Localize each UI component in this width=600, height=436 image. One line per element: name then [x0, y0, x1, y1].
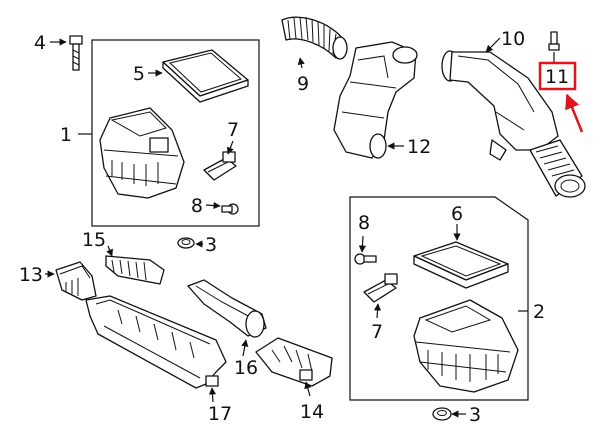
callout-13: 13 [19, 264, 43, 286]
grommet-part-3b [432, 407, 452, 421]
assembly-1-box [91, 39, 260, 227]
callout-8b: 8 [358, 212, 370, 234]
leader-lines [45, 37, 555, 418]
callout-9: 9 [297, 73, 309, 95]
callout-3b: 3 [469, 404, 481, 426]
callout-7a: 7 [227, 119, 239, 141]
inlet-tube-part-16 [187, 279, 267, 338]
highlight-arrow-11 [565, 93, 584, 133]
air-filter-part-5 [162, 49, 249, 103]
callout-15: 15 [82, 229, 106, 251]
maf-sensor-part-7a [203, 151, 237, 181]
bracket-part-14 [255, 337, 333, 387]
duct-hose-part-10b [529, 139, 586, 198]
callout-16: 16 [234, 357, 258, 379]
bolt-part-4 [69, 35, 83, 71]
inlet-part-13 [55, 261, 97, 301]
air-cleaner-housing-part-2 [413, 299, 519, 393]
highlight-box-11 [538, 61, 577, 91]
callout-17: 17 [208, 403, 232, 425]
callout-10: 10 [501, 28, 525, 50]
callout-1: 1 [60, 124, 72, 146]
callout-4: 4 [34, 32, 46, 54]
callout-6: 6 [451, 203, 463, 225]
assembly-2-box [349, 196, 529, 401]
callout-5: 5 [133, 63, 145, 85]
callout-14: 14 [300, 401, 324, 423]
long-duct-part-17 [85, 295, 227, 389]
air-filter-part-6 [413, 241, 509, 289]
resonator-part-12 [333, 41, 418, 159]
intake-duct-part-10 [441, 50, 559, 161]
callout-7b: 7 [371, 321, 383, 343]
screw-part-8b [354, 253, 377, 265]
duct-part-15 [105, 255, 165, 285]
callout-12: 12 [407, 136, 431, 158]
callout-2: 2 [533, 301, 545, 323]
hose-part-9 [281, 16, 348, 60]
air-cleaner-housing-part-1 [99, 107, 185, 199]
grommet-part-3a [177, 237, 195, 249]
callout-3a: 3 [205, 234, 217, 256]
maf-sensor-part-7b [363, 273, 398, 303]
callout-11: 11 [545, 66, 569, 88]
clip-part-11 [548, 31, 560, 51]
screw-part-8a [221, 203, 239, 215]
callout-8a: 8 [191, 195, 203, 217]
